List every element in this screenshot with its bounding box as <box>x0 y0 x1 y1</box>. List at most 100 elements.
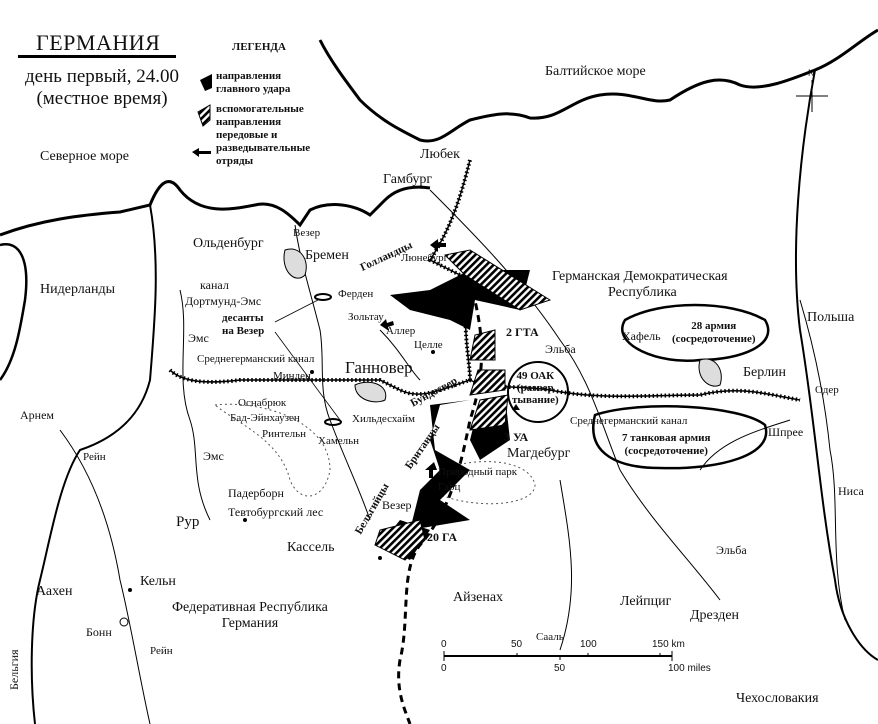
south-border <box>397 279 483 724</box>
legend-label: разведывательные <box>216 142 311 154</box>
supporting-attack-arrows <box>374 249 552 561</box>
city-dresden: Дрезден <box>690 608 740 623</box>
scale-bar <box>443 651 673 661</box>
city-hameln: Хамельн <box>318 435 360 447</box>
scale-mi-0: 0 <box>441 663 447 674</box>
city-koln: Кельн <box>140 574 176 589</box>
force-3ua: 3 УА <box>504 430 529 444</box>
canal-mittelland-east: Среднегерманский канал <box>570 415 688 427</box>
city-aachen: Аахен <box>36 584 73 599</box>
legend-label: главного удара <box>216 83 291 95</box>
city-minden: Минден <box>273 370 311 382</box>
legend-label: отряды <box>216 155 254 167</box>
hatched-arrow-icon <box>197 104 211 127</box>
scale-km-100: 100 <box>580 639 597 650</box>
region-harz-2: Гарц <box>438 481 461 493</box>
label-frg: Федеративная Республика Германия <box>172 600 328 632</box>
label-gdr: Германская Демократическая Республика <box>552 269 728 301</box>
teutoburg-outline <box>213 403 331 497</box>
label-north-sea: Северное море <box>40 149 129 164</box>
harz-outline <box>439 461 536 505</box>
legend-label: передовые и <box>216 129 278 141</box>
city-berlin: Берлин <box>743 365 787 380</box>
scale-km-0: 0 <box>441 639 447 650</box>
title-divider <box>18 55 176 58</box>
region-ruhr: Рур <box>176 514 200 530</box>
city-kassel: Кассель <box>287 540 335 555</box>
scale-km-150: 150 km <box>652 639 685 650</box>
river-spree: Шпрее <box>768 425 804 439</box>
force-7-tank-army: 7 танковая армия (сосредоточение) <box>622 432 710 458</box>
river-havel: Хафель <box>622 329 661 343</box>
river-weser-south: Везер <box>382 498 412 512</box>
city-leipzig: Лейпциг <box>620 594 672 609</box>
city-rinteln: Ринтельн <box>262 428 306 440</box>
city-luneburg: Люнебург <box>401 252 449 264</box>
black-arrow-icon <box>200 74 212 91</box>
label-line: 7 танковая армия <box>622 432 711 444</box>
scale-mi-100: 100 miles <box>668 663 711 674</box>
country-name: Федеративная Республика <box>172 600 328 615</box>
label-line: на Везер <box>222 325 265 337</box>
legend-label: вспомогательные <box>216 103 304 115</box>
legend-label: направления <box>216 116 282 128</box>
west-border <box>30 204 157 724</box>
label-netherlands: Нидерланды <box>40 282 115 297</box>
canal-dortmund-ems-1: канал <box>200 278 229 292</box>
city-hannover: Ганновер <box>345 358 413 377</box>
city-celle: Целле <box>414 339 443 351</box>
city-bonn: Бонн <box>86 625 112 639</box>
scale-km-50: 50 <box>511 639 523 650</box>
city-eisenach: Айзенах <box>453 590 504 605</box>
river-elbe-2: Эльба <box>716 543 747 557</box>
airborne-label: десанты на Везер <box>222 312 264 338</box>
label-line: тывание) <box>512 394 559 406</box>
country-name: Республика <box>608 285 677 300</box>
label-line: 28 армия <box>691 320 737 332</box>
river-elbe-1: Эльба <box>545 342 576 356</box>
label-belgium: Бельгия <box>7 649 21 690</box>
country-name: Германская Демократическая <box>552 269 728 284</box>
label-baltic-sea: Балтийское море <box>545 64 646 79</box>
city-verden: Ферден <box>338 288 374 300</box>
map-subtitle: день первый, 24.00 (местное время) <box>16 66 188 110</box>
oak49-outline <box>507 361 569 423</box>
city-osnabruck: Оснабрюк <box>238 397 287 409</box>
army28-outline <box>621 303 770 362</box>
city-soltau: Зольтау <box>348 311 384 323</box>
river-ems-2: Эмс <box>203 449 224 463</box>
compass-north-label: N <box>808 68 815 78</box>
label-line: (сосредоточение) <box>672 333 756 345</box>
north-arrow-icon <box>796 80 828 112</box>
region-teutoburg: Тевтобургский лес <box>228 505 324 519</box>
legend-item-recon: передовые и разведывательные отряды <box>216 129 310 168</box>
label-poland: Польша <box>807 310 855 325</box>
river-ems-1: Эмс <box>188 331 209 345</box>
river-rhine-1: Рейн <box>83 451 106 463</box>
canal-dortmund-ems-2: Дортмунд-Эмс <box>185 294 262 308</box>
river-oder: Одер <box>815 384 839 396</box>
north-sea-coastline <box>0 180 431 237</box>
legend-label: направления <box>216 70 282 82</box>
city-bremen: Бремен <box>305 248 349 263</box>
legend-item-main: направления главного удара <box>216 70 290 96</box>
city-hamburg: Гамбург <box>383 172 433 187</box>
airborne-marker-verden <box>314 293 332 301</box>
city-magdeburg: Магдебург <box>507 446 571 461</box>
city-lubeck: Любек <box>420 147 460 162</box>
label-line: (сосредоточение) <box>624 445 708 457</box>
force-49oak: 49 ОАК (развер тывание) <box>512 370 559 406</box>
scale-mi-50: 50 <box>554 663 566 674</box>
east-border <box>794 69 878 661</box>
city-hildesheim: Хильдесхайм <box>352 413 415 425</box>
city-oldenburg: Ольденбург <box>193 236 264 251</box>
city-arnhem: Арнем <box>20 408 55 422</box>
legend-title: ЛЕГЕНДА <box>232 41 286 53</box>
map-title: ГЕРМАНИЯ <box>36 30 161 55</box>
force-20ga: 20 ГА <box>427 530 457 544</box>
city-paderborn: Падерборн <box>228 486 284 500</box>
canal-mittelland-west: Среднегерманский канал <box>197 353 315 365</box>
river-rhine-2: Рейн <box>150 645 173 657</box>
tank7-outline <box>592 405 768 470</box>
